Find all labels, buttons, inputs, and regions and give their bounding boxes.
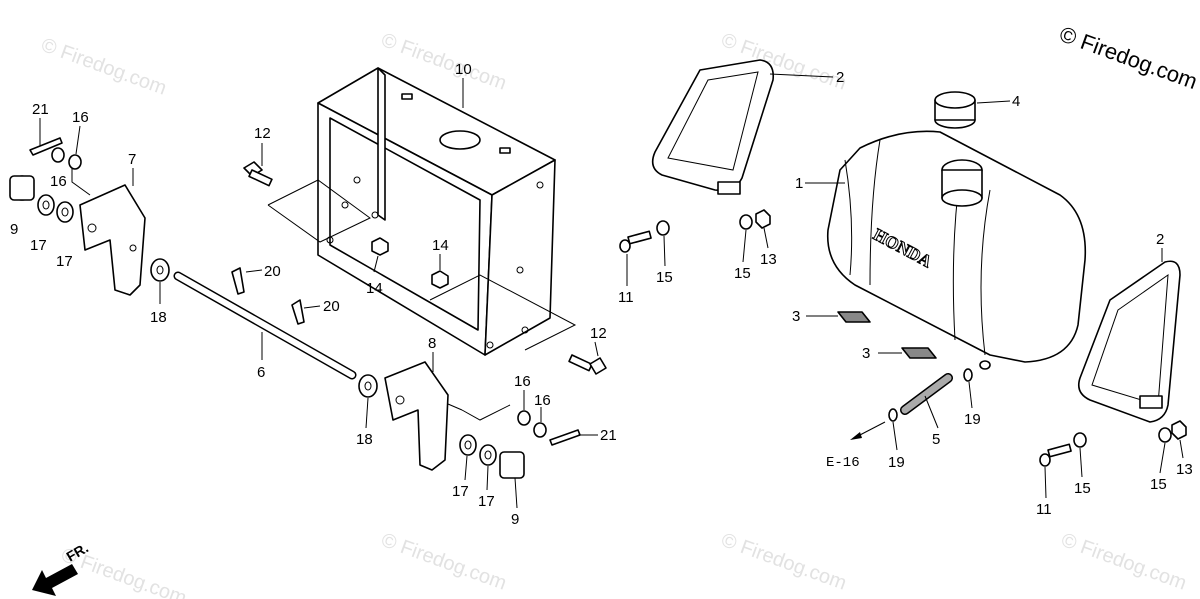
reference-label: E-16 — [826, 455, 860, 471]
bolt-12-upper — [243, 161, 273, 187]
washer-15-a — [656, 220, 670, 236]
cotter-pin-21-left — [29, 137, 63, 156]
pad-3-lower — [901, 347, 937, 359]
fuel-tank: HONDA — [826, 130, 1087, 363]
watermark: © Firedog.com — [378, 529, 509, 595]
callout-17: 17 — [30, 237, 47, 254]
leader-lines — [39, 73, 1184, 509]
callout-21: 21 — [600, 427, 617, 444]
clip-19-right — [963, 368, 973, 382]
callout-19: 19 — [888, 454, 905, 471]
callout-21: 21 — [32, 101, 49, 118]
callout-16: 16 — [534, 392, 551, 409]
spacer-9-right — [499, 451, 525, 479]
pin-20-lower — [291, 299, 305, 325]
callout-14: 14 — [366, 280, 383, 297]
callout-2: 2 — [1156, 231, 1164, 248]
watermark: © Firedog.com — [718, 529, 849, 595]
callout-14: 14 — [432, 237, 449, 254]
washer-15-b — [739, 214, 753, 230]
bolt-11-lower — [1039, 443, 1072, 467]
nut-13-b — [1171, 420, 1187, 440]
callout-2: 2 — [836, 69, 844, 86]
callout-3: 3 — [792, 308, 800, 325]
callout-9: 9 — [511, 511, 519, 528]
callout-15: 15 — [656, 269, 673, 286]
washer-17-left — [37, 194, 74, 223]
callout-5: 5 — [932, 431, 940, 448]
pad-3-upper — [837, 311, 871, 323]
washer-18-right — [358, 374, 378, 398]
callout-4: 4 — [1012, 93, 1020, 110]
callout-20: 20 — [323, 298, 340, 315]
callout-16: 16 — [50, 173, 67, 190]
callout-1: 1 — [795, 175, 803, 192]
callout-3: 3 — [862, 345, 870, 362]
watermark: © Firedog.com — [718, 29, 849, 95]
callout-13: 13 — [1176, 461, 1193, 478]
callout-17: 17 — [478, 493, 495, 510]
strap-2-upper — [651, 59, 775, 195]
bracket-7 — [79, 184, 146, 296]
callout-18: 18 — [356, 431, 373, 448]
callout-13: 13 — [760, 251, 777, 268]
washer-17-right — [459, 434, 497, 466]
washer-16-right — [517, 410, 547, 438]
callout-15: 15 — [1074, 480, 1091, 497]
callout-12: 12 — [254, 125, 271, 142]
callout-19: 19 — [964, 411, 981, 428]
bracket-8 — [384, 361, 463, 471]
frame-part — [267, 67, 577, 356]
nut-13-a — [755, 209, 771, 229]
callout-numbers: 10 12 14 14 12 21 16 16 7 9 17 17 18 20 … — [10, 61, 1193, 528]
rod-6 — [173, 271, 357, 380]
callout-7: 7 — [128, 151, 136, 168]
callout-8: 8 — [428, 335, 436, 352]
callout-11: 11 — [618, 289, 634, 306]
nut-14-upper — [371, 237, 389, 256]
callout-15: 15 — [734, 265, 751, 282]
callout-12: 12 — [590, 325, 607, 342]
strap-2-lower — [1077, 260, 1181, 423]
callout-16: 16 — [514, 373, 531, 390]
callout-20: 20 — [264, 263, 281, 280]
watermark: © Firedog.com — [1058, 529, 1189, 595]
spacer-9-left — [9, 175, 35, 201]
fuel-hose-5 — [900, 373, 953, 415]
fuel-outlet — [979, 360, 991, 370]
bolt-12-lower — [568, 354, 607, 375]
bolt-11-upper — [619, 230, 652, 253]
pin-20-upper — [231, 267, 245, 295]
callout-15: 15 — [1150, 476, 1167, 493]
callout-18: 18 — [150, 309, 167, 326]
callout-16: 16 — [72, 109, 89, 126]
callout-17: 17 — [56, 253, 73, 270]
washer-16-left — [51, 147, 82, 170]
callout-6: 6 — [257, 364, 265, 381]
callout-11: 11 — [1036, 501, 1052, 518]
fuel-cap — [934, 91, 976, 129]
washer-15-c — [1073, 432, 1087, 448]
callout-9: 9 — [10, 221, 18, 238]
washer-15-d — [1158, 427, 1172, 443]
callout-17: 17 — [452, 483, 469, 500]
washer-18-left — [150, 258, 170, 282]
cotter-pin-21-right — [549, 429, 581, 446]
clip-19-left — [888, 408, 898, 422]
watermark-main: © Firedog.com — [1056, 21, 1200, 94]
callout-10: 10 — [455, 61, 472, 78]
watermark: © Firedog.com — [38, 34, 169, 100]
nut-14-lower — [431, 270, 449, 289]
